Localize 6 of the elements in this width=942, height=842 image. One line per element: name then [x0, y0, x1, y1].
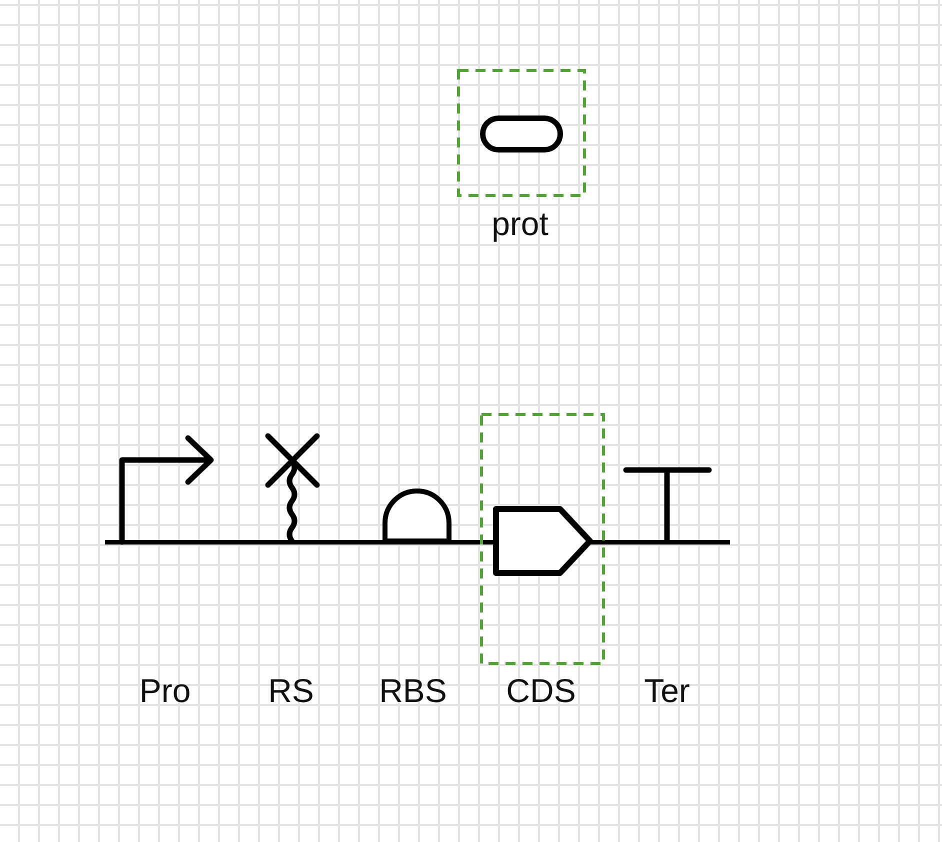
part-label: prot: [492, 205, 548, 243]
part-label: Ter: [644, 672, 690, 710]
part-label: CDS: [506, 672, 576, 710]
part-label: RBS: [379, 672, 447, 710]
part-label: RS: [268, 672, 314, 710]
part-label: Pro: [139, 672, 191, 710]
